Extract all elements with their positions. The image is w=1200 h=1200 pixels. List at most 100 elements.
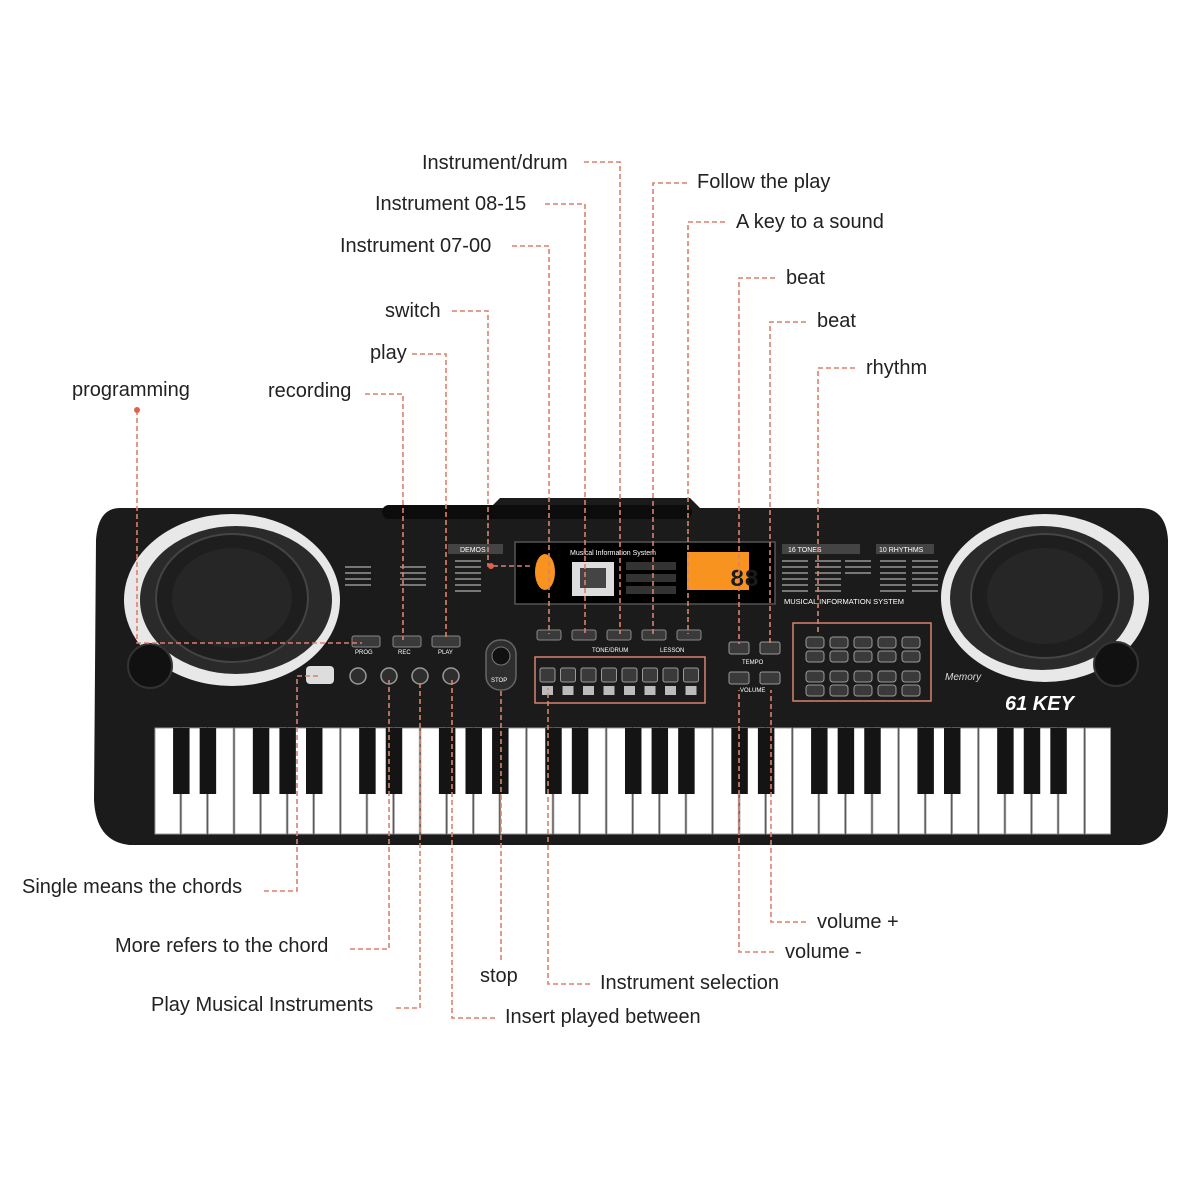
rhythm-button[interactable] — [853, 684, 873, 697]
instrument-icon — [624, 686, 635, 695]
rhythm-button[interactable] — [877, 670, 897, 683]
black-key[interactable] — [1050, 728, 1067, 794]
white-key[interactable] — [1084, 727, 1111, 835]
rhythm-button[interactable] — [805, 684, 825, 697]
tempo-label: TEMPO — [742, 660, 764, 666]
rhythm-button[interactable] — [829, 670, 849, 683]
callout-recording: recording — [268, 380, 404, 640]
black-key[interactable] — [571, 728, 589, 794]
black-key[interactable] — [864, 728, 881, 794]
rhythm-button[interactable] — [853, 636, 873, 649]
black-key[interactable] — [1023, 728, 1041, 794]
callout-beat-2: beat — [769, 310, 856, 644]
instrument-button[interactable] — [539, 667, 556, 683]
black-key[interactable] — [199, 728, 217, 794]
black-key[interactable] — [917, 728, 934, 794]
right-grill — [1093, 641, 1139, 687]
black-key[interactable] — [305, 728, 323, 794]
black-key[interactable] — [943, 728, 961, 794]
callout-instrument-07-00: Instrument 07-00 — [340, 235, 550, 634]
panel-button[interactable] — [606, 629, 632, 641]
rhythm-button[interactable] — [805, 636, 825, 649]
instrument-button[interactable] — [642, 667, 658, 683]
prog-rec-play-buttons — [351, 635, 461, 648]
black-key[interactable] — [279, 728, 296, 794]
list-line — [912, 560, 938, 562]
rhythm-button[interactable] — [901, 636, 921, 649]
rhythm-button[interactable] — [853, 650, 873, 663]
rhythm-button[interactable] — [853, 670, 873, 683]
chord-buttons — [306, 666, 460, 685]
round-button[interactable] — [442, 667, 460, 685]
rhythm-button[interactable] — [901, 650, 921, 663]
chord-mode-switch[interactable] — [306, 666, 334, 684]
callout-rhythm: rhythm — [817, 357, 927, 635]
rhythm-button[interactable] — [877, 684, 897, 697]
rhythm-button[interactable] — [829, 636, 849, 649]
panel-button[interactable] — [676, 629, 702, 641]
black-key[interactable] — [678, 728, 695, 794]
black-key[interactable] — [173, 728, 190, 794]
black-key[interactable] — [624, 728, 642, 794]
rhythm-button[interactable] — [829, 684, 849, 697]
instrument-button[interactable] — [560, 667, 576, 683]
instrument-icon — [685, 686, 697, 695]
keyboard-illustration: Musical Information System 88 DEMOS 16 T… — [94, 498, 1168, 845]
black-key[interactable] — [492, 728, 509, 794]
tempo-volume-button[interactable] — [759, 641, 781, 655]
black-key[interactable] — [385, 728, 403, 794]
callout-label: More refers to the chord — [115, 935, 328, 957]
tempo-volume-button[interactable] — [759, 671, 781, 685]
rhythm-button[interactable] — [805, 670, 825, 683]
rhythm-button[interactable] — [901, 670, 921, 683]
rhythm-button[interactable] — [877, 636, 897, 649]
callout-label: rhythm — [866, 357, 927, 379]
list-line — [782, 578, 808, 580]
round-button[interactable] — [349, 667, 367, 685]
list-line — [880, 560, 906, 562]
tone-lesson-buttons — [536, 629, 702, 641]
black-key[interactable] — [837, 728, 855, 794]
callout-label: volume - — [785, 941, 862, 963]
instrument-icon — [542, 686, 553, 695]
instrument-button[interactable] — [621, 667, 638, 683]
black-key[interactable] — [252, 728, 270, 794]
callout-instrument-08-15: Instrument 08-15 — [375, 193, 586, 634]
black-key[interactable] — [545, 728, 562, 794]
panel-button[interactable] — [536, 629, 562, 641]
black-key[interactable] — [465, 728, 482, 794]
lcd-digits: 88 — [730, 567, 759, 594]
black-key[interactable] — [757, 728, 775, 794]
panel-button[interactable] — [641, 629, 667, 641]
rhythm-button[interactable] — [901, 684, 921, 697]
panel-button[interactable] — [351, 635, 381, 648]
panel-button[interactable] — [392, 635, 422, 648]
rhythm-button[interactable] — [829, 650, 849, 663]
list-line — [845, 572, 871, 574]
panel-button[interactable] — [431, 635, 461, 648]
black-key[interactable] — [359, 728, 376, 794]
instrument-button[interactable] — [580, 667, 597, 683]
rhythm-button[interactable] — [877, 650, 897, 663]
round-button[interactable] — [411, 667, 429, 685]
list-line — [400, 572, 426, 574]
callout-stop: stop — [480, 690, 518, 987]
left-speaker — [124, 514, 340, 686]
black-key[interactable] — [997, 728, 1014, 794]
list-line — [880, 578, 906, 580]
black-key[interactable] — [811, 728, 828, 794]
black-key[interactable] — [438, 728, 456, 794]
rhythm-button[interactable] — [805, 650, 825, 663]
list-line — [815, 578, 841, 580]
list-line — [345, 584, 371, 586]
list-line — [845, 566, 871, 568]
tempo-volume-button[interactable] — [728, 671, 750, 685]
instrument-button[interactable] — [601, 667, 617, 683]
callout-label: Single means the chords — [22, 876, 242, 898]
instrument-button[interactable] — [662, 667, 679, 683]
black-key[interactable] — [651, 728, 669, 794]
panel-button[interactable] — [571, 629, 597, 641]
power-switch[interactable] — [535, 554, 555, 590]
instrument-button[interactable] — [683, 667, 699, 683]
